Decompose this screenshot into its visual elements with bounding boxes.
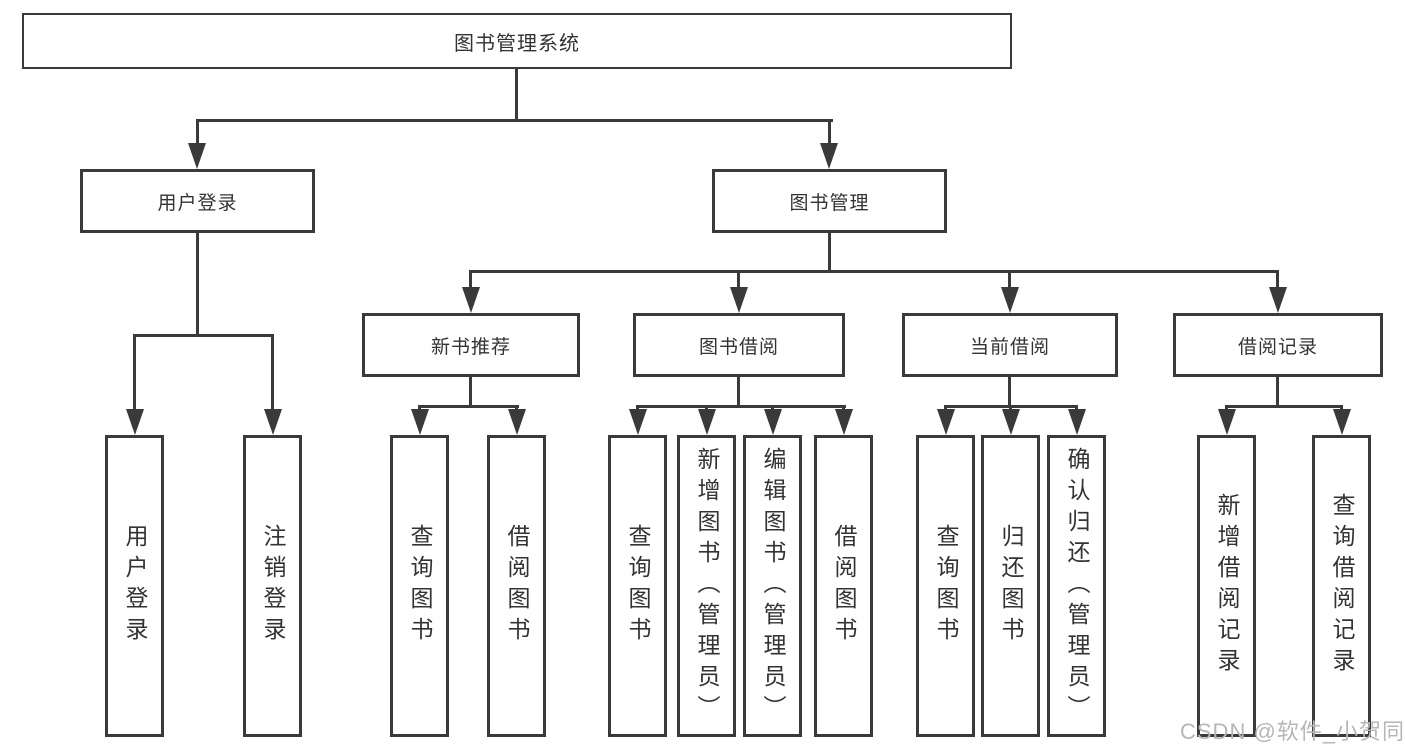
- leaf-label: 确认归还（管理员）: [1064, 446, 1090, 726]
- connector-line: [828, 233, 831, 273]
- leaf-label: 用户登录: [122, 524, 148, 648]
- leaf-query-books-2: 查询图书: [608, 435, 667, 737]
- leaf-query-borrow-record: 查询借阅记录: [1312, 435, 1371, 737]
- arrow-down-icon: [1001, 287, 1019, 313]
- connector-line: [737, 377, 740, 407]
- arrow-down-icon: [126, 409, 144, 435]
- connector-line: [196, 119, 833, 122]
- leaf-query-books-3: 查询图书: [916, 435, 975, 737]
- arrow-down-icon: [1218, 409, 1236, 435]
- connector-line: [1008, 270, 1011, 290]
- leaf-label: 查询图书: [407, 524, 433, 648]
- node-library-management-system: 图书管理系统: [22, 13, 1012, 69]
- node-new-book-recommendation: 新书推荐: [362, 313, 580, 377]
- leaf-label: 查询图书: [933, 524, 959, 648]
- leaf-label: 新增借阅记录: [1214, 493, 1240, 679]
- leaf-label: 借阅图书: [831, 524, 857, 648]
- connector-line: [196, 119, 199, 146]
- connector-line: [1276, 377, 1279, 407]
- leaf-label: 借阅图书: [504, 524, 530, 648]
- arrow-down-icon: [411, 409, 429, 435]
- leaf-label: 注销登录: [260, 524, 286, 648]
- connector-line: [469, 270, 472, 290]
- leaf-label: 编辑图书（管理员）: [760, 446, 786, 726]
- leaf-label: 归还图书: [998, 524, 1024, 648]
- connector-line: [1276, 270, 1279, 290]
- arrow-down-icon: [1333, 409, 1351, 435]
- connector-line: [469, 270, 1279, 273]
- arrow-down-icon: [629, 409, 647, 435]
- leaf-add-borrow-record: 新增借阅记录: [1197, 435, 1256, 737]
- node-user-login: 用户登录: [80, 169, 315, 233]
- node-current-borrowing: 当前借阅: [902, 313, 1118, 377]
- leaf-logout: 注销登录: [243, 435, 302, 737]
- connector-line: [1225, 405, 1343, 408]
- leaf-label: 新增图书（管理员）: [694, 446, 720, 726]
- node-book-management: 图书管理: [712, 169, 947, 233]
- leaf-user-login: 用户登录: [105, 435, 164, 737]
- connector-line: [133, 334, 136, 411]
- arrow-down-icon: [730, 287, 748, 313]
- csdn-watermark: CSDN @软件_小贺同学: [1180, 719, 1405, 744]
- connector-line: [636, 405, 846, 408]
- arrow-down-icon: [1269, 287, 1287, 313]
- leaf-borrow-books-1: 借阅图书: [487, 435, 546, 737]
- leaf-label: 查询图书: [625, 524, 651, 648]
- arrow-down-icon: [1068, 409, 1086, 435]
- leaf-confirm-return-admin: 确认归还（管理员）: [1047, 435, 1106, 737]
- arrow-down-icon: [1002, 409, 1020, 435]
- arrow-down-icon: [820, 143, 838, 169]
- arrow-down-icon: [937, 409, 955, 435]
- arrow-down-icon: [508, 409, 526, 435]
- connector-line: [271, 334, 274, 411]
- leaf-add-books-admin: 新增图书（管理员）: [677, 435, 736, 737]
- connector-line: [515, 69, 518, 121]
- leaf-return-books: 归还图书: [981, 435, 1040, 737]
- arrow-down-icon: [835, 409, 853, 435]
- connector-line: [418, 405, 519, 408]
- arrow-down-icon: [188, 143, 206, 169]
- node-book-borrowing: 图书借阅: [633, 313, 845, 377]
- connector-line: [469, 377, 472, 407]
- arrow-down-icon: [764, 409, 782, 435]
- connector-line: [1008, 377, 1011, 407]
- leaf-borrow-books-2: 借阅图书: [814, 435, 873, 737]
- node-borrowing-records: 借阅记录: [1173, 313, 1383, 377]
- leaf-query-books-1: 查询图书: [390, 435, 449, 737]
- leaf-label: 查询借阅记录: [1329, 493, 1355, 679]
- leaf-edit-books-admin: 编辑图书（管理员）: [743, 435, 802, 737]
- arrow-down-icon: [264, 409, 282, 435]
- connector-line: [196, 233, 199, 336]
- connector-line: [828, 119, 831, 146]
- arrow-down-icon: [462, 287, 480, 313]
- connector-line: [133, 334, 273, 337]
- connector-line: [737, 270, 740, 290]
- arrow-down-icon: [698, 409, 716, 435]
